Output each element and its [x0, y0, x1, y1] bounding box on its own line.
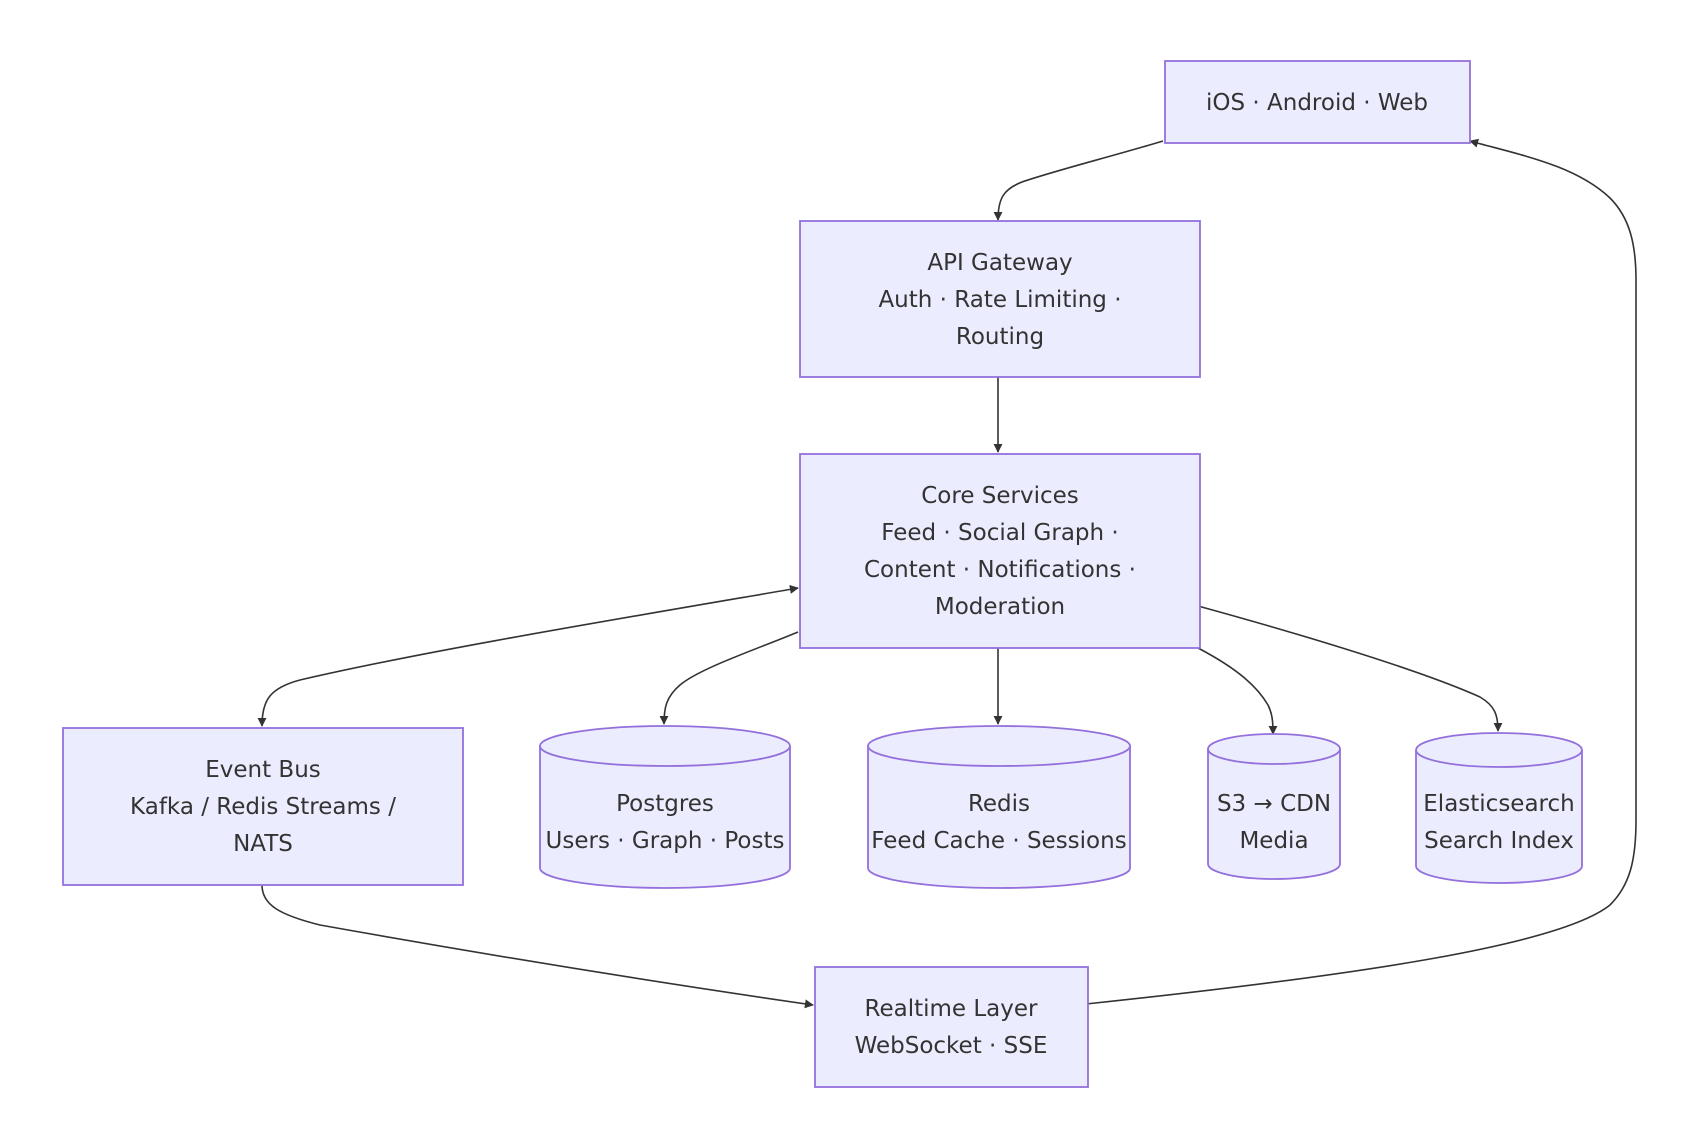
node-realtime-line-1: Realtime Layer — [865, 996, 1039, 1022]
edge-clients-to-gateway — [993, 140, 1164, 221]
node-clients: iOS · Android · Web — [1164, 60, 1471, 144]
edge-core-to-s3 — [1197, 647, 1278, 735]
node-core-line-2: Feed · Social Graph · — [881, 520, 1118, 546]
node-core-services: Core Services Feed · Social Graph · Cont… — [799, 453, 1201, 649]
edge-core-to-postgres — [659, 631, 799, 725]
node-realtime-layer: Realtime Layer WebSocket · SSE — [814, 966, 1089, 1088]
node-eventbus-line-3: NATS — [233, 831, 293, 857]
node-clients-line-1: iOS · Android · Web — [1206, 90, 1428, 116]
node-core-line-3: Content · Notifications · — [864, 557, 1136, 583]
node-redis: Redis Feed Cache · Sessions — [867, 725, 1131, 889]
edges — [257, 138, 1637, 1009]
node-api-gateway: API Gateway Auth · Rate Limiting · Routi… — [799, 220, 1201, 378]
edge-realtime-to-clients — [1085, 138, 1637, 1005]
node-s3-cdn: S3 → CDN Media — [1207, 733, 1341, 880]
node-gateway-line-2: Auth · Rate Limiting · — [878, 287, 1121, 313]
node-eventbus-line-1: Event Bus — [205, 757, 321, 783]
node-elasticsearch: Elasticsearch Search Index — [1415, 732, 1583, 884]
node-event-bus: Event Bus Kafka / Redis Streams / NATS — [62, 727, 464, 886]
node-core-line-4: Moderation — [935, 594, 1065, 620]
node-gateway-line-1: API Gateway — [927, 250, 1072, 276]
node-redis-line-1: Redis — [968, 791, 1030, 817]
node-redis-line-2: Feed Cache · Sessions — [871, 828, 1126, 854]
node-postgres-line-2: Users · Graph · Posts — [546, 828, 785, 854]
node-gateway-line-3: Routing — [956, 324, 1044, 350]
node-s3-line-2: Media — [1239, 828, 1308, 854]
node-elastic-line-1: Elasticsearch — [1423, 791, 1574, 817]
node-core-line-1: Core Services — [921, 483, 1079, 509]
node-eventbus-line-2: Kafka / Redis Streams / — [130, 794, 396, 820]
node-realtime-line-2: WebSocket · SSE — [855, 1033, 1048, 1059]
node-postgres-line-1: Postgres — [616, 791, 714, 817]
node-postgres: Postgres Users · Graph · Posts — [539, 725, 791, 889]
edge-eventbus-to-realtime — [261, 884, 814, 1009]
edge-core-to-elastic — [1197, 605, 1503, 732]
node-elastic-line-2: Search Index — [1424, 828, 1574, 854]
edge-core-eventbus — [257, 584, 799, 727]
node-s3-line-1: S3 → CDN — [1217, 791, 1331, 817]
